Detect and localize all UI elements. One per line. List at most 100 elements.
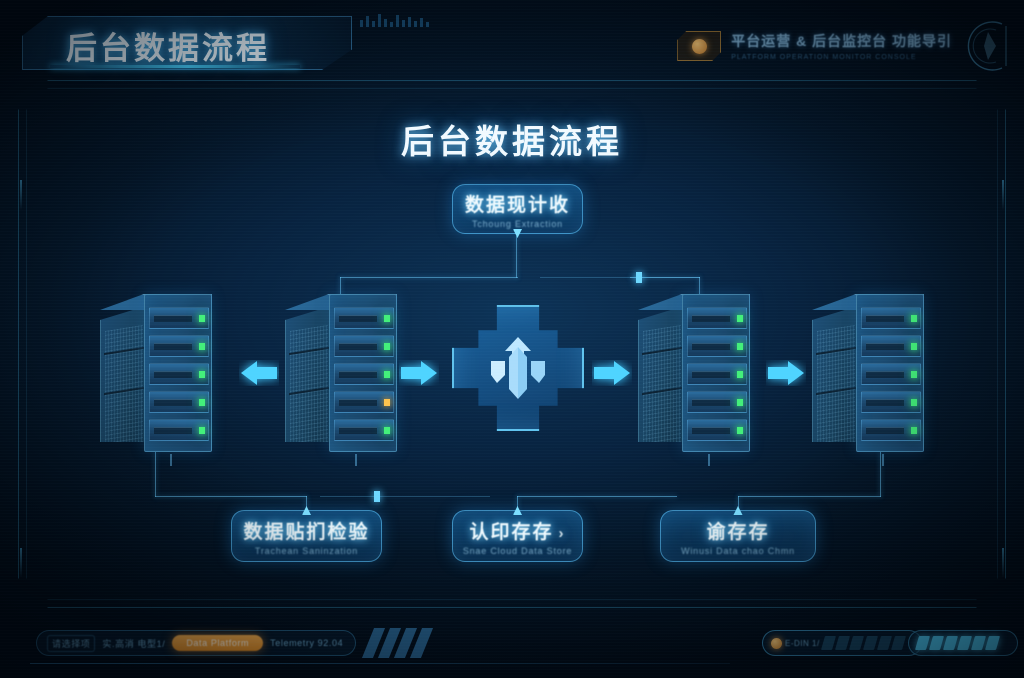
bay-led-green — [737, 399, 743, 406]
data-platform-button[interactable]: Data Platform — [172, 635, 264, 651]
node-store-text: 认印存存 — [469, 521, 554, 543]
connector-bus-top-left — [340, 277, 518, 278]
gauge-segment — [928, 636, 945, 650]
node-data-cache[interactable]: 谕存存 Winusi Data chao Chmn — [660, 506, 816, 562]
bay-led-green — [737, 343, 743, 350]
node-cache-label-cn: 谕存存 — [706, 521, 770, 543]
gauge-segment — [914, 636, 931, 650]
rack-bay — [149, 391, 209, 413]
gauge-right[interactable] — [908, 630, 1018, 656]
footer-control-rail: 请选择项 实.高消 电型1/ Data Platform Telemetry 9… — [36, 630, 356, 656]
header-right-title-cn: 平台运营 & 后台监控台 功能导引 — [731, 33, 952, 49]
gauge-segment — [970, 636, 987, 650]
rack-front-face — [856, 294, 924, 452]
footer-chip-1[interactable]: 请选择项 — [47, 634, 96, 652]
bay-led-green — [384, 343, 390, 350]
rack-bay — [334, 335, 394, 357]
node-nub-bottom — [513, 229, 522, 238]
node-nub-top — [513, 506, 522, 515]
rack-side-panel — [100, 306, 146, 442]
connector-bottom-left — [155, 496, 307, 497]
bay-led-green — [199, 427, 205, 434]
rack-bay — [334, 363, 394, 385]
node-cache-label-en: Winusi Data chao Chmn — [681, 545, 795, 556]
rack-side-panel — [285, 306, 331, 442]
bay-led-green — [737, 315, 743, 322]
rack-bay — [687, 363, 747, 385]
data-hub-emblem-icon[interactable] — [452, 305, 584, 431]
bay-led-green — [911, 427, 917, 434]
rack-side-panel — [638, 306, 684, 442]
gauge-segment — [956, 636, 973, 650]
radar-ring-icon — [962, 20, 1014, 72]
server-rack-3[interactable] — [638, 294, 750, 466]
bay-led-green — [911, 315, 917, 322]
server-rack-1[interactable] — [100, 294, 212, 466]
badge-core-dot — [692, 39, 707, 54]
rack-bay — [687, 307, 747, 329]
flow-arrow-1 — [239, 360, 279, 386]
bay-led-green — [737, 427, 743, 434]
gauge-segment — [848, 636, 864, 650]
node-clean-label-cn: 数据贴扪检验 — [243, 521, 370, 543]
bay-led-green — [911, 371, 917, 378]
rack-bay — [861, 419, 921, 441]
bay-led-amber — [384, 399, 390, 406]
rack-bay — [861, 335, 921, 357]
bay-led-green — [199, 371, 205, 378]
bay-led-green — [384, 371, 390, 378]
emblem-cube-arrow-glyph — [487, 335, 549, 401]
connector-rack1-down — [155, 452, 156, 497]
rack-bay — [861, 363, 921, 385]
node-nub-top — [302, 506, 311, 515]
connector-rack4-down — [880, 452, 881, 497]
server-rack-4[interactable] — [812, 294, 924, 466]
frame-corner-tick-left — [20, 180, 22, 210]
connector-bottom-mid — [517, 496, 677, 497]
rack-bay — [334, 419, 394, 441]
server-rack-2[interactable] — [285, 294, 397, 466]
gauge-left[interactable]: E-DIN 1/ — [762, 630, 922, 656]
shield-badge-icon[interactable] — [677, 31, 721, 61]
frame-corner-tick-right-low — [1002, 548, 1004, 578]
gauge-segment — [942, 636, 959, 650]
rack-bay — [861, 391, 921, 413]
rack-bay — [149, 419, 209, 441]
frame-corner-tick-left-low — [20, 548, 22, 578]
header-title: 后台数据流程 — [66, 31, 270, 66]
gauge-segment — [820, 636, 836, 650]
rack-bay — [149, 363, 209, 385]
rack-cable — [708, 454, 710, 466]
header-right-cluster: 平台运营 & 后台监控台 功能导引 PLATFORM OPERATION MON… — [677, 20, 1014, 72]
rack-front-face — [144, 294, 212, 452]
gauge-segment — [862, 636, 878, 650]
node-collect-label-cn: 数据现计收 — [464, 194, 570, 216]
rack-front-face — [682, 294, 750, 452]
node-data-cleansing[interactable]: 数据贴扪检验 Trachean Saninzation — [231, 506, 382, 562]
flow-arrow-3 — [592, 360, 632, 386]
footer-chip-2[interactable]: 实.高消 电型1/ — [102, 638, 166, 649]
rack-bay — [149, 335, 209, 357]
gauge-status-dot — [771, 637, 782, 649]
node-data-collection[interactable]: 数据现计收 Tchoung Extraction — [452, 184, 583, 238]
connector-bottom-right — [738, 496, 881, 497]
bay-led-green — [199, 399, 205, 406]
node-collect-label-en: Tchoung Extraction — [472, 218, 563, 229]
bay-led-green — [199, 343, 205, 350]
bay-led-green — [199, 315, 205, 322]
node-data-storage[interactable]: 认印存存› Snae Cloud Data Store — [452, 506, 583, 562]
rack-bay — [687, 335, 747, 357]
rack-bay — [687, 419, 747, 441]
connector-collect-down — [516, 236, 517, 278]
bay-led-green — [911, 343, 917, 350]
gauge-left-label: E-DIN 1/ — [785, 638, 820, 648]
rack-bay — [687, 391, 747, 413]
bay-led-green — [911, 399, 917, 406]
gauge-segment — [876, 636, 892, 650]
rack-bay — [861, 307, 921, 329]
connector-node-bottom — [374, 491, 380, 502]
header-title-bar: 后台数据流程 — [22, 16, 352, 70]
rack-side-panel — [812, 306, 858, 442]
bay-led-green — [384, 315, 390, 322]
gauge-segment — [834, 636, 850, 650]
